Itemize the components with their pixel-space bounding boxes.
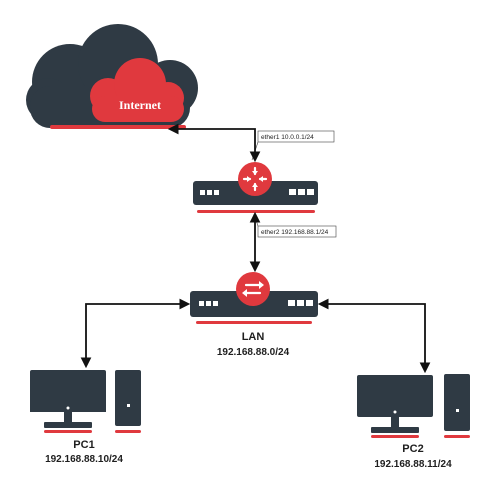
ether1-callout: ether1 10.0.0.1/24 xyxy=(251,130,335,161)
link-cloud-router xyxy=(167,123,261,163)
switch-underline xyxy=(196,321,312,324)
monitor-icon xyxy=(357,375,433,438)
ether2-callout: ether2 192.168.88.1/24 xyxy=(253,213,337,238)
link-switch-pc2 xyxy=(317,298,431,374)
link-switch-pc1 xyxy=(80,298,191,369)
tower-icon xyxy=(444,374,470,438)
internet-label: Internet xyxy=(119,98,161,112)
switch-device: LAN 192.168.88.0/24 xyxy=(190,272,318,358)
cloud-underline xyxy=(50,125,186,129)
router-right-ports xyxy=(289,189,314,195)
ether2-label: ether2 192.168.88.1/24 xyxy=(261,229,329,236)
pc1-name: PC1 xyxy=(73,439,94,451)
connections xyxy=(80,123,431,374)
monitor-icon xyxy=(30,370,106,433)
switch-left-leds xyxy=(199,301,218,306)
tower-icon xyxy=(115,370,141,433)
switch-title: LAN xyxy=(242,331,265,343)
pc2-ip: 192.168.88.11/24 xyxy=(374,459,452,470)
switch-subnet: 192.168.88.0/24 xyxy=(217,347,290,358)
cloud-red-icon xyxy=(90,58,184,122)
router-device xyxy=(193,162,318,213)
router-left-leds xyxy=(200,190,219,195)
pc1: PC1 192.168.88.10/24 xyxy=(30,370,141,465)
pc1-ip: 192.168.88.10/24 xyxy=(45,454,123,465)
pc2: PC2 192.168.88.11/24 xyxy=(357,374,470,470)
switch-icon xyxy=(236,272,270,306)
switch-right-ports xyxy=(288,300,313,306)
router-underline xyxy=(197,210,315,213)
pc2-name: PC2 xyxy=(402,443,423,455)
ether1-label: ether1 10.0.0.1/24 xyxy=(261,134,314,141)
router-icon xyxy=(238,162,272,196)
internet-cloud: Internet xyxy=(26,24,198,129)
